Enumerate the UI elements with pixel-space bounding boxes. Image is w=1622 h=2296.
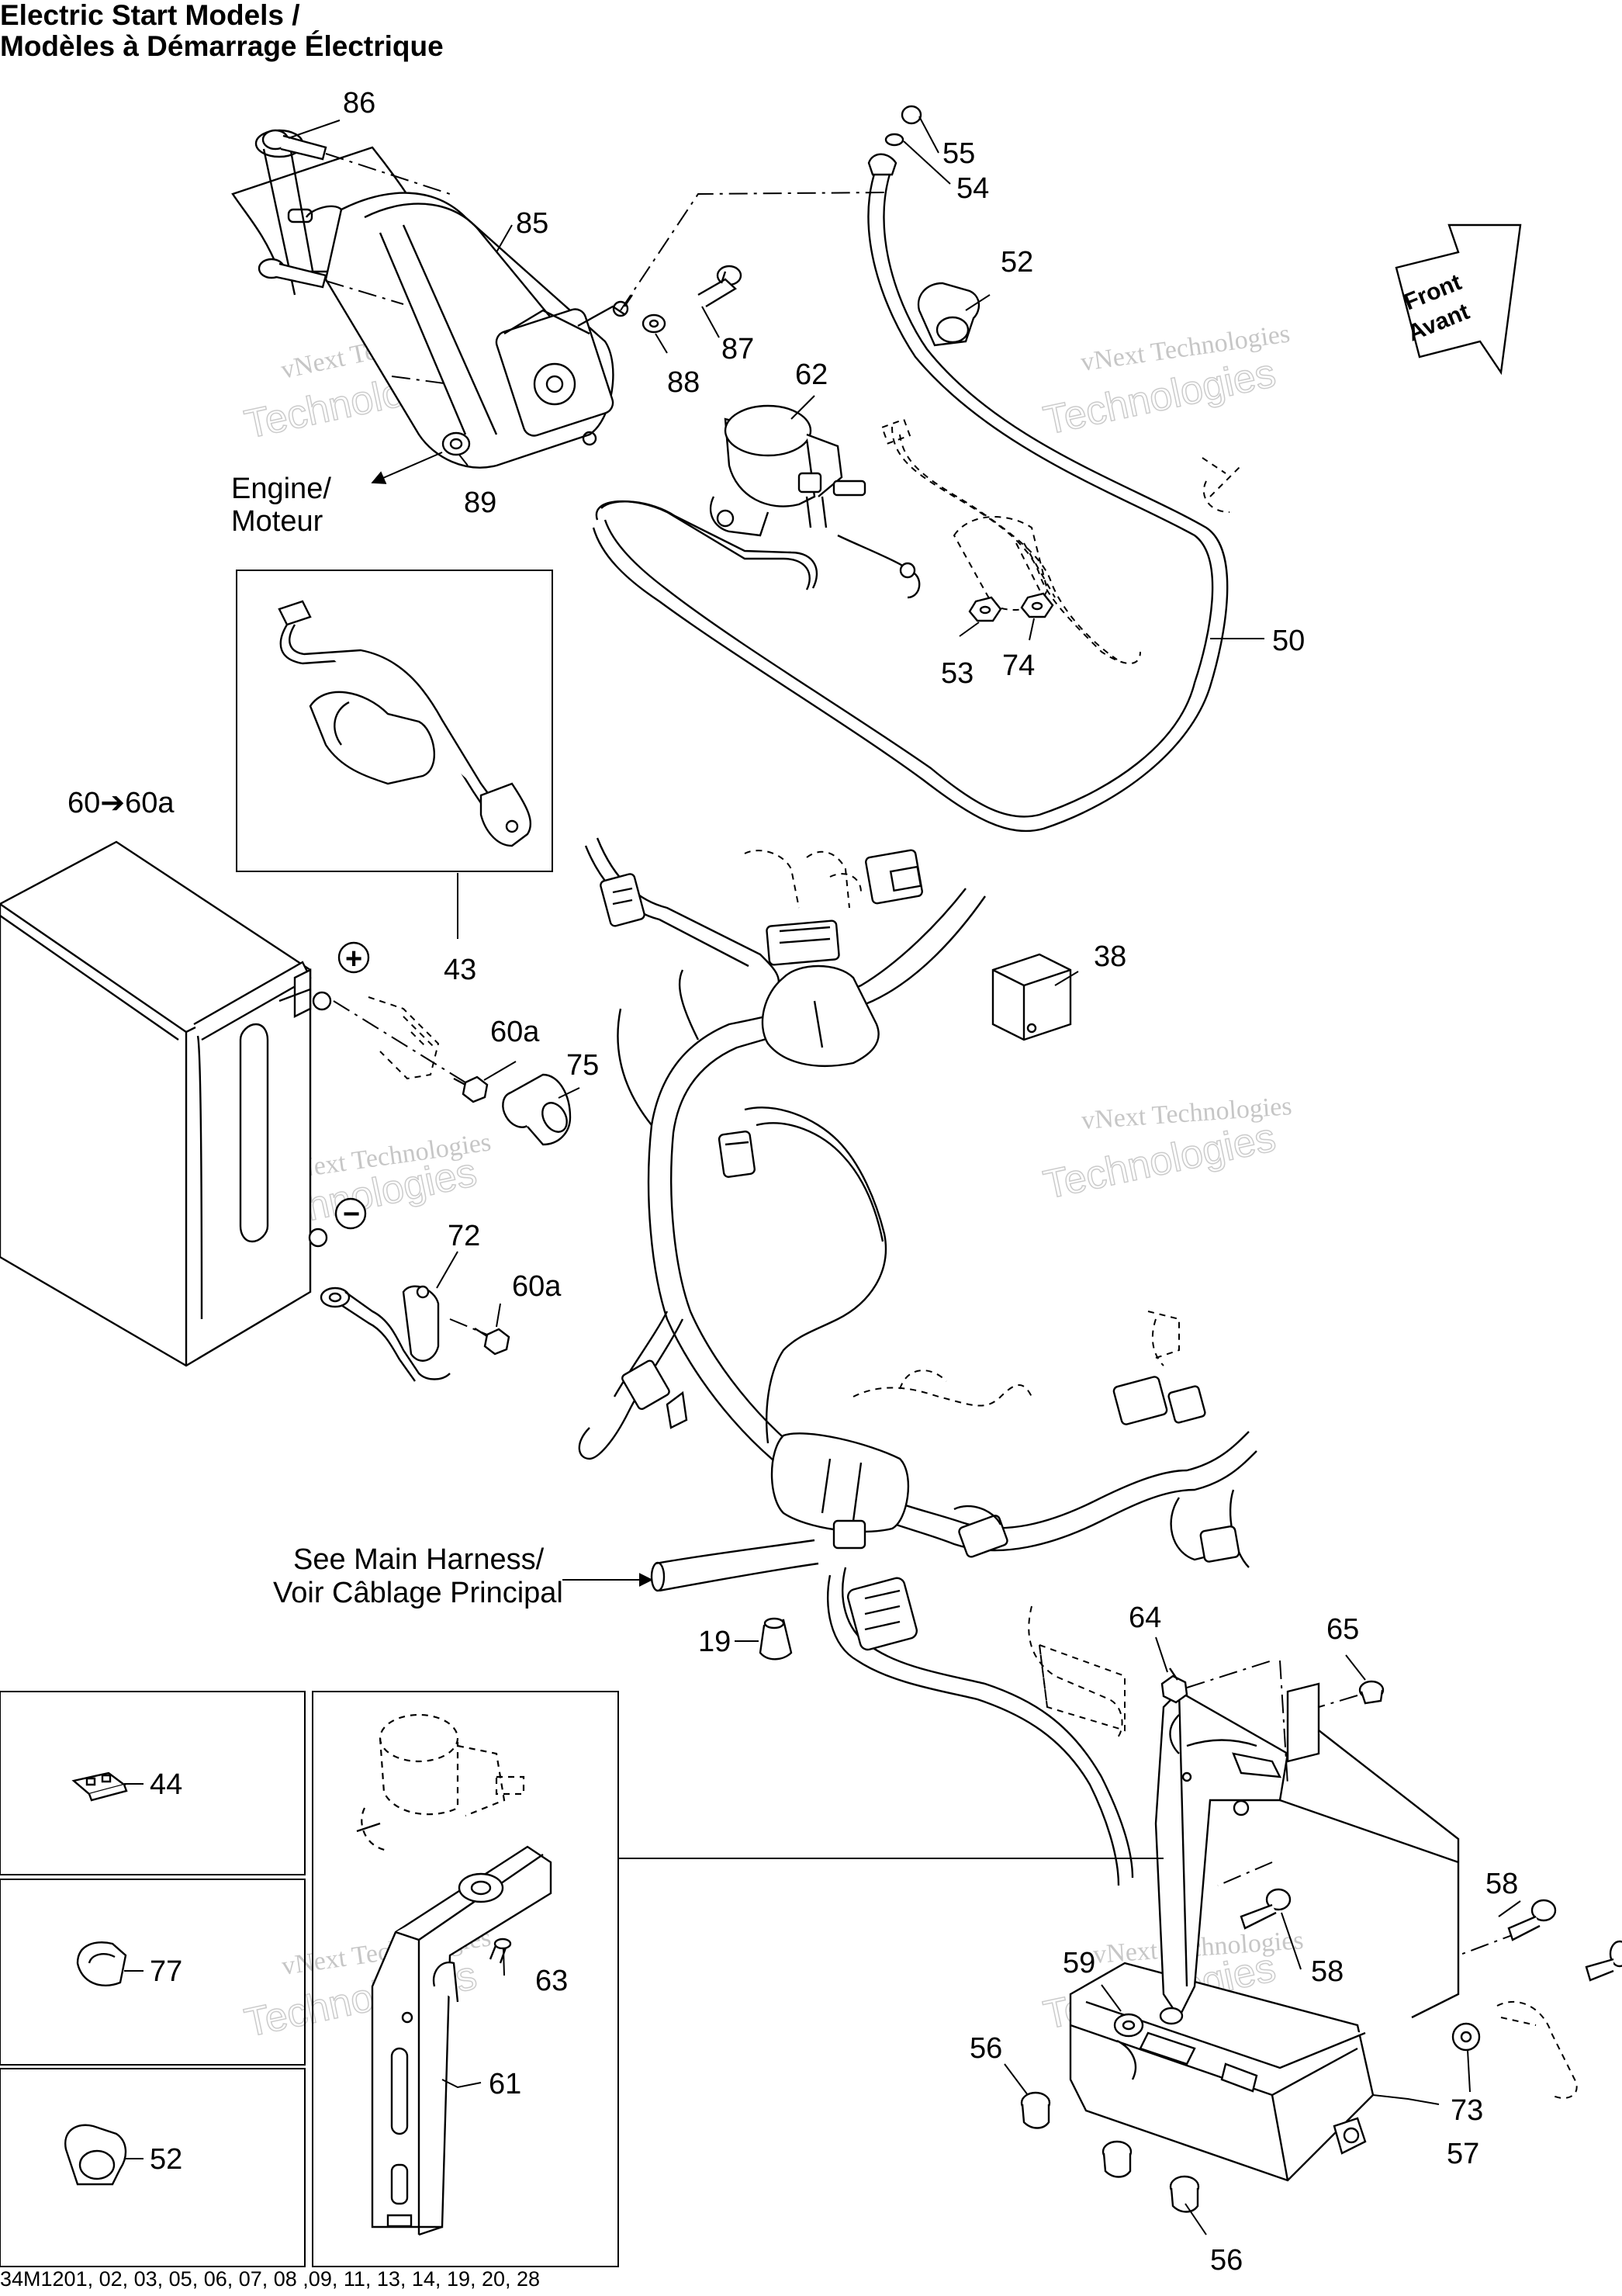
inset-box-77 [0, 1879, 305, 2065]
part-label-72: 72 [448, 1220, 480, 1252]
part-label-19: 19 [698, 1626, 731, 1658]
hidden-solenoid [361, 1715, 524, 1851]
part-label-54: 54 [956, 172, 989, 205]
part-label-50: 50 [1272, 625, 1305, 657]
leader-engine [371, 452, 442, 484]
starter-motor-illustration [233, 130, 632, 468]
part-label-63: 63 [535, 1965, 568, 1997]
hidden-harness [745, 850, 1179, 1738]
part-label-57: 57 [1447, 2138, 1479, 2170]
battery-tray-57-illustration [1070, 1963, 1373, 2180]
part-label-56: 56 [1210, 2244, 1243, 2277]
nut-56-illustration [1022, 2093, 1198, 2212]
part-label-65: 65 [1326, 1613, 1359, 1646]
centerline [326, 154, 884, 384]
voir-cablage-label: Voir Câblage Principal [273, 1577, 563, 1609]
battery-cable-72-illustration [321, 1287, 450, 1381]
part-label-60a: 60a [512, 1270, 562, 1303]
diagram-title-line1: Electric Start Models / [0, 0, 300, 31]
lock-washer-73-illustration [1453, 2024, 1479, 2050]
part-label-55: 55 [942, 137, 975, 170]
bolt-58-illustration [1241, 1889, 1622, 1980]
washer-59-illustration [1115, 2008, 1182, 2036]
bolt-87-illustration [698, 266, 741, 306]
fuse-44-illustration [74, 1773, 126, 1800]
part-label-56: 56 [970, 2032, 1002, 2065]
bracket-illustration [1156, 1684, 1458, 2017]
bolt-60a-illustration [454, 1077, 509, 1354]
solenoid-62-illustration [711, 406, 919, 597]
part-label-88: 88 [667, 366, 700, 399]
part-labels: 86 85 87 88 89 55 54 52 62 53 74 50 60➔6… [67, 87, 1518, 2277]
clip-52-illustration [65, 2125, 126, 2184]
leader-lines [124, 116, 1520, 2235]
nut-74-illustration [1022, 594, 1053, 617]
centerline [334, 1001, 487, 1335]
hidden-terminal [368, 997, 438, 1079]
washer-89-illustration [443, 433, 469, 455]
centerline [1187, 1661, 1520, 1955]
screw-63-illustration [490, 1939, 510, 1963]
cap-19-illustration [760, 1619, 791, 1659]
part-label-58: 58 [1485, 1868, 1518, 1900]
part-label-74: 74 [1002, 649, 1035, 682]
cable-43-illustration [279, 601, 531, 846]
part-label-64: 64 [1129, 1602, 1161, 1634]
part-label-73: 73 [1451, 2094, 1483, 2127]
annotations: Engine/ Moteur See Main Harness/ Voir Câ… [231, 473, 563, 1609]
clip-77-illustration [78, 1942, 126, 1986]
part-label-87: 87 [721, 333, 754, 365]
inset-box-61 [313, 1692, 618, 2267]
part-label-60a: 60a [490, 1016, 540, 1048]
clip-52-illustration [918, 283, 979, 345]
minus-sign: − [343, 1198, 360, 1231]
part-label-44: 44 [150, 1768, 182, 1801]
boot-75-illustration [496, 1075, 572, 1145]
bracket-61-illustration [357, 1823, 551, 2235]
footer-reference: 34M1201, 02, 03, 05, 06, 07, 08 ,09, 11,… [0, 2267, 541, 2291]
part-label-43: 43 [444, 954, 476, 986]
inset-box-43 [237, 570, 552, 871]
cable-50-illustration [593, 106, 1227, 831]
see-main-harness-label: See Main Harness/ [293, 1543, 545, 1576]
hidden-cable [882, 420, 1241, 663]
part-label-53: 53 [941, 657, 974, 690]
main-harness-cable [652, 1540, 818, 1591]
plus-sign: + [345, 943, 362, 975]
part-label-52: 52 [150, 2143, 182, 2176]
moteur-label: Moteur [231, 505, 323, 538]
part-label-75: 75 [566, 1049, 599, 1082]
part-label-86: 86 [343, 87, 375, 119]
part-label-85: 85 [516, 207, 548, 240]
inset-box-44 [0, 1692, 305, 1875]
watermark-group: vNext Technologies Technologies vNext Te… [240, 313, 1305, 2046]
nut-53-illustration [970, 597, 1001, 621]
part-label-52: 52 [1001, 246, 1033, 279]
front-direction-arrow: Front Avant [1396, 225, 1520, 372]
inset-box-52 [0, 2069, 305, 2267]
wiring-harness-illustration [579, 838, 1257, 1886]
nut-65-illustration [1360, 1681, 1383, 1703]
battery-illustration [0, 842, 330, 1366]
engine-label: Engine/ [231, 473, 331, 505]
bolt-64-illustration [1162, 1668, 1187, 1702]
part-label-77: 77 [150, 1955, 182, 1988]
part-label-59: 59 [1063, 1947, 1095, 1979]
part-label-38: 38 [1094, 940, 1126, 973]
washer-88-illustration [643, 315, 665, 332]
hidden-bracket [1497, 2002, 1577, 2098]
part-label-89: 89 [464, 487, 496, 519]
diagram-title-line2: Modèles à Démarrage Électrique [0, 30, 444, 62]
negative-terminal-symbol [336, 1199, 365, 1228]
positive-terminal-symbol [339, 943, 368, 972]
part-label-61: 61 [489, 2068, 521, 2100]
bolt-86-illustration [259, 130, 326, 287]
part-label-60: 60➔60a [67, 787, 175, 819]
part-label-62: 62 [795, 358, 828, 391]
part-label-58: 58 [1311, 1955, 1344, 1988]
